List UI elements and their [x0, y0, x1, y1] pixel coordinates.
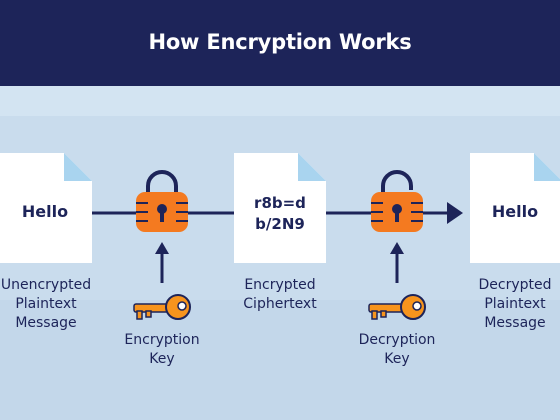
- caption-line: Plaintext: [484, 296, 546, 312]
- caption-line: Decrypted: [478, 277, 552, 293]
- caption-line: Encrypted: [244, 277, 316, 293]
- background-band: [0, 86, 560, 116]
- locked-padlock-icon: [136, 170, 188, 232]
- caption-encrypted: Encrypted Ciphertext: [225, 276, 335, 314]
- caption-line: Decryption: [358, 332, 436, 348]
- background-band: [0, 300, 560, 420]
- caption-line: Key: [149, 351, 175, 367]
- document-icon: [234, 153, 326, 263]
- document-icon: [470, 153, 560, 263]
- caption-line: Encryption: [124, 332, 200, 348]
- caption-encryption-key: Encryption Key: [112, 331, 212, 369]
- title-banner: How Encryption Works: [0, 0, 560, 86]
- key-icon: [133, 294, 191, 320]
- unlocked-padlock-icon: [371, 170, 423, 232]
- caption-decrypted: Decrypted Plaintext Message: [470, 276, 560, 333]
- caption-line: Unencrypted: [0, 277, 92, 293]
- ciphertext-line: b/2N9: [255, 215, 305, 233]
- caption-decryption-key: Decryption Key: [347, 331, 447, 369]
- caption-line: Ciphertext: [243, 296, 317, 312]
- ciphertext-doc-text: r8b=d b/2N9: [234, 193, 326, 235]
- caption-line: Plaintext: [15, 296, 77, 312]
- arrow-right-icon: [447, 202, 463, 224]
- key-icon: [368, 294, 426, 320]
- plaintext-doc-text: Hello: [21, 202, 69, 221]
- caption-unencrypted: Unencrypted Plaintext Message: [0, 276, 92, 333]
- caption-line: Message: [484, 315, 546, 331]
- document-icon: [0, 153, 92, 263]
- arrow-up-icon: [155, 242, 169, 283]
- page-title: How Encryption Works: [148, 30, 412, 54]
- caption-line: Key: [384, 351, 410, 367]
- caption-line: Message: [15, 315, 77, 331]
- ciphertext-line: r8b=d: [254, 194, 306, 212]
- decrypted-doc-text: Hello: [491, 202, 539, 221]
- arrow-up-icon: [390, 242, 404, 283]
